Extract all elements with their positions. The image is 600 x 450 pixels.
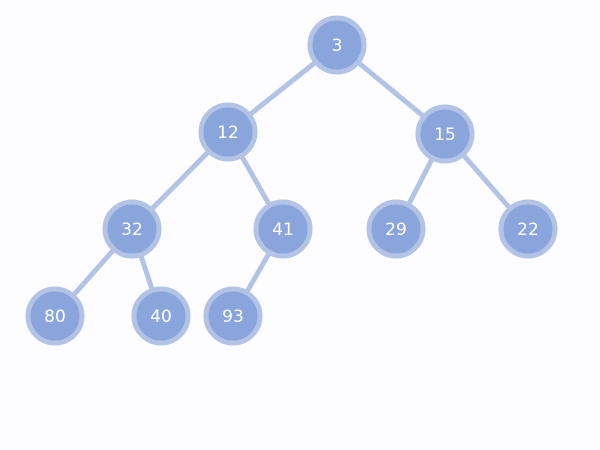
tree-node-label: 29 xyxy=(385,220,407,240)
tree-node-circle xyxy=(253,199,313,259)
tree-node-label: 40 xyxy=(150,307,172,327)
tree-node-circle xyxy=(498,199,558,259)
tree-nodes: 3 12 15 32 41 29 22 80 40 93 xyxy=(25,15,558,346)
tree-node-label: 3 xyxy=(332,36,343,56)
tree-node-label: 93 xyxy=(222,307,244,327)
tree-node-circle xyxy=(25,286,85,346)
tree-node-circle xyxy=(131,286,191,346)
tree-node-circle xyxy=(366,199,426,259)
tree-node-circle xyxy=(203,286,263,346)
tree-node: 15 xyxy=(415,104,475,164)
tree-node: 29 xyxy=(366,199,426,259)
tree-node-circle xyxy=(198,102,258,162)
tree-node-circle xyxy=(415,104,475,164)
tree-node: 80 xyxy=(25,286,85,346)
tree-node: 3 xyxy=(307,15,367,75)
tree-node: 32 xyxy=(102,199,162,259)
tree-node-label: 15 xyxy=(434,125,456,145)
tree-node: 40 xyxy=(131,286,191,346)
tree-edges xyxy=(52,42,531,319)
tree-node: 41 xyxy=(253,199,313,259)
tree-node: 12 xyxy=(198,102,258,162)
tree-node: 22 xyxy=(498,199,558,259)
tree-node-label: 22 xyxy=(517,220,539,240)
tree-node-label: 80 xyxy=(44,307,66,327)
tree-node-label: 12 xyxy=(217,123,239,143)
tree-node-circle xyxy=(102,199,162,259)
tree-node: 93 xyxy=(203,286,263,346)
tree-node-circle xyxy=(307,15,367,75)
tree-node-label: 32 xyxy=(121,220,143,240)
tree-node-label: 41 xyxy=(272,220,294,240)
